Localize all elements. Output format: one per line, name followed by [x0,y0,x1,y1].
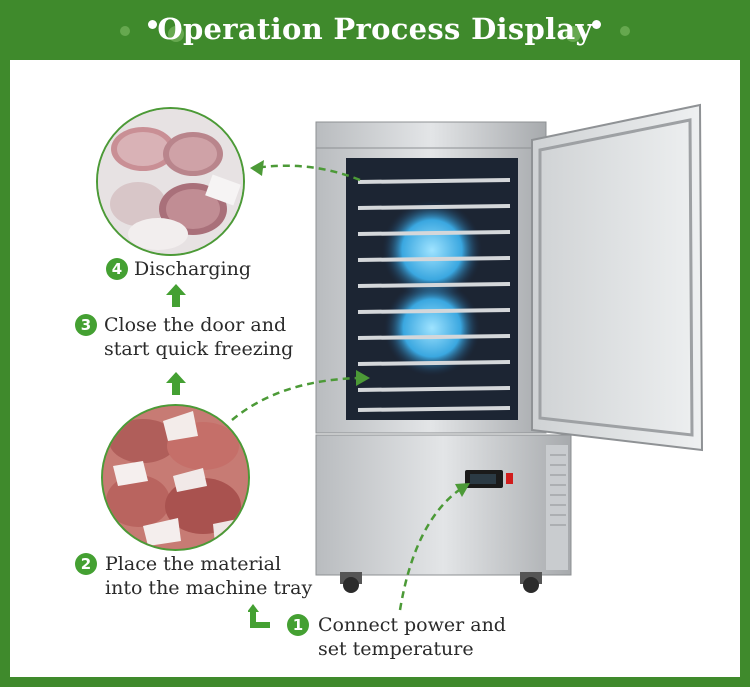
step-text-line: Place the material [105,553,282,575]
step-1-label: Connect power and set temperature [318,613,506,661]
step-text-line: into the machine tray [105,577,313,599]
step-number-badge: 4 [106,258,128,280]
decor-dot [565,26,581,42]
step-text-line: start quick freezing [104,338,294,360]
step-text-line: Close the door and [104,314,287,336]
step-text-line: Connect power and [318,614,506,636]
decor-dot [592,20,601,29]
decor-dot [120,26,130,36]
decor-dot [168,26,184,42]
corner-arrow-icon [248,604,270,628]
step-2-label: Place the material into the machine tray [105,552,312,600]
step-text-line: Discharging [134,258,251,280]
arrow-up-icon [166,372,186,395]
decor-dot [620,26,630,36]
arrow-up-icon [166,284,186,307]
blast-freezer-illustration [300,100,720,604]
decor-dot [148,20,157,29]
step-text-line: set temperature [318,638,474,660]
step-3-label: Close the door and start quick freezing [104,313,293,361]
step-number-badge: 2 [75,553,97,575]
step-number-badge: 1 [287,614,309,636]
fresh-patties-photo [101,404,250,551]
step-number-badge: 3 [75,314,97,336]
frozen-patties-photo [96,107,245,256]
step-4-label: Discharging [134,257,251,281]
page-title: Operation Process Display [157,12,593,46]
